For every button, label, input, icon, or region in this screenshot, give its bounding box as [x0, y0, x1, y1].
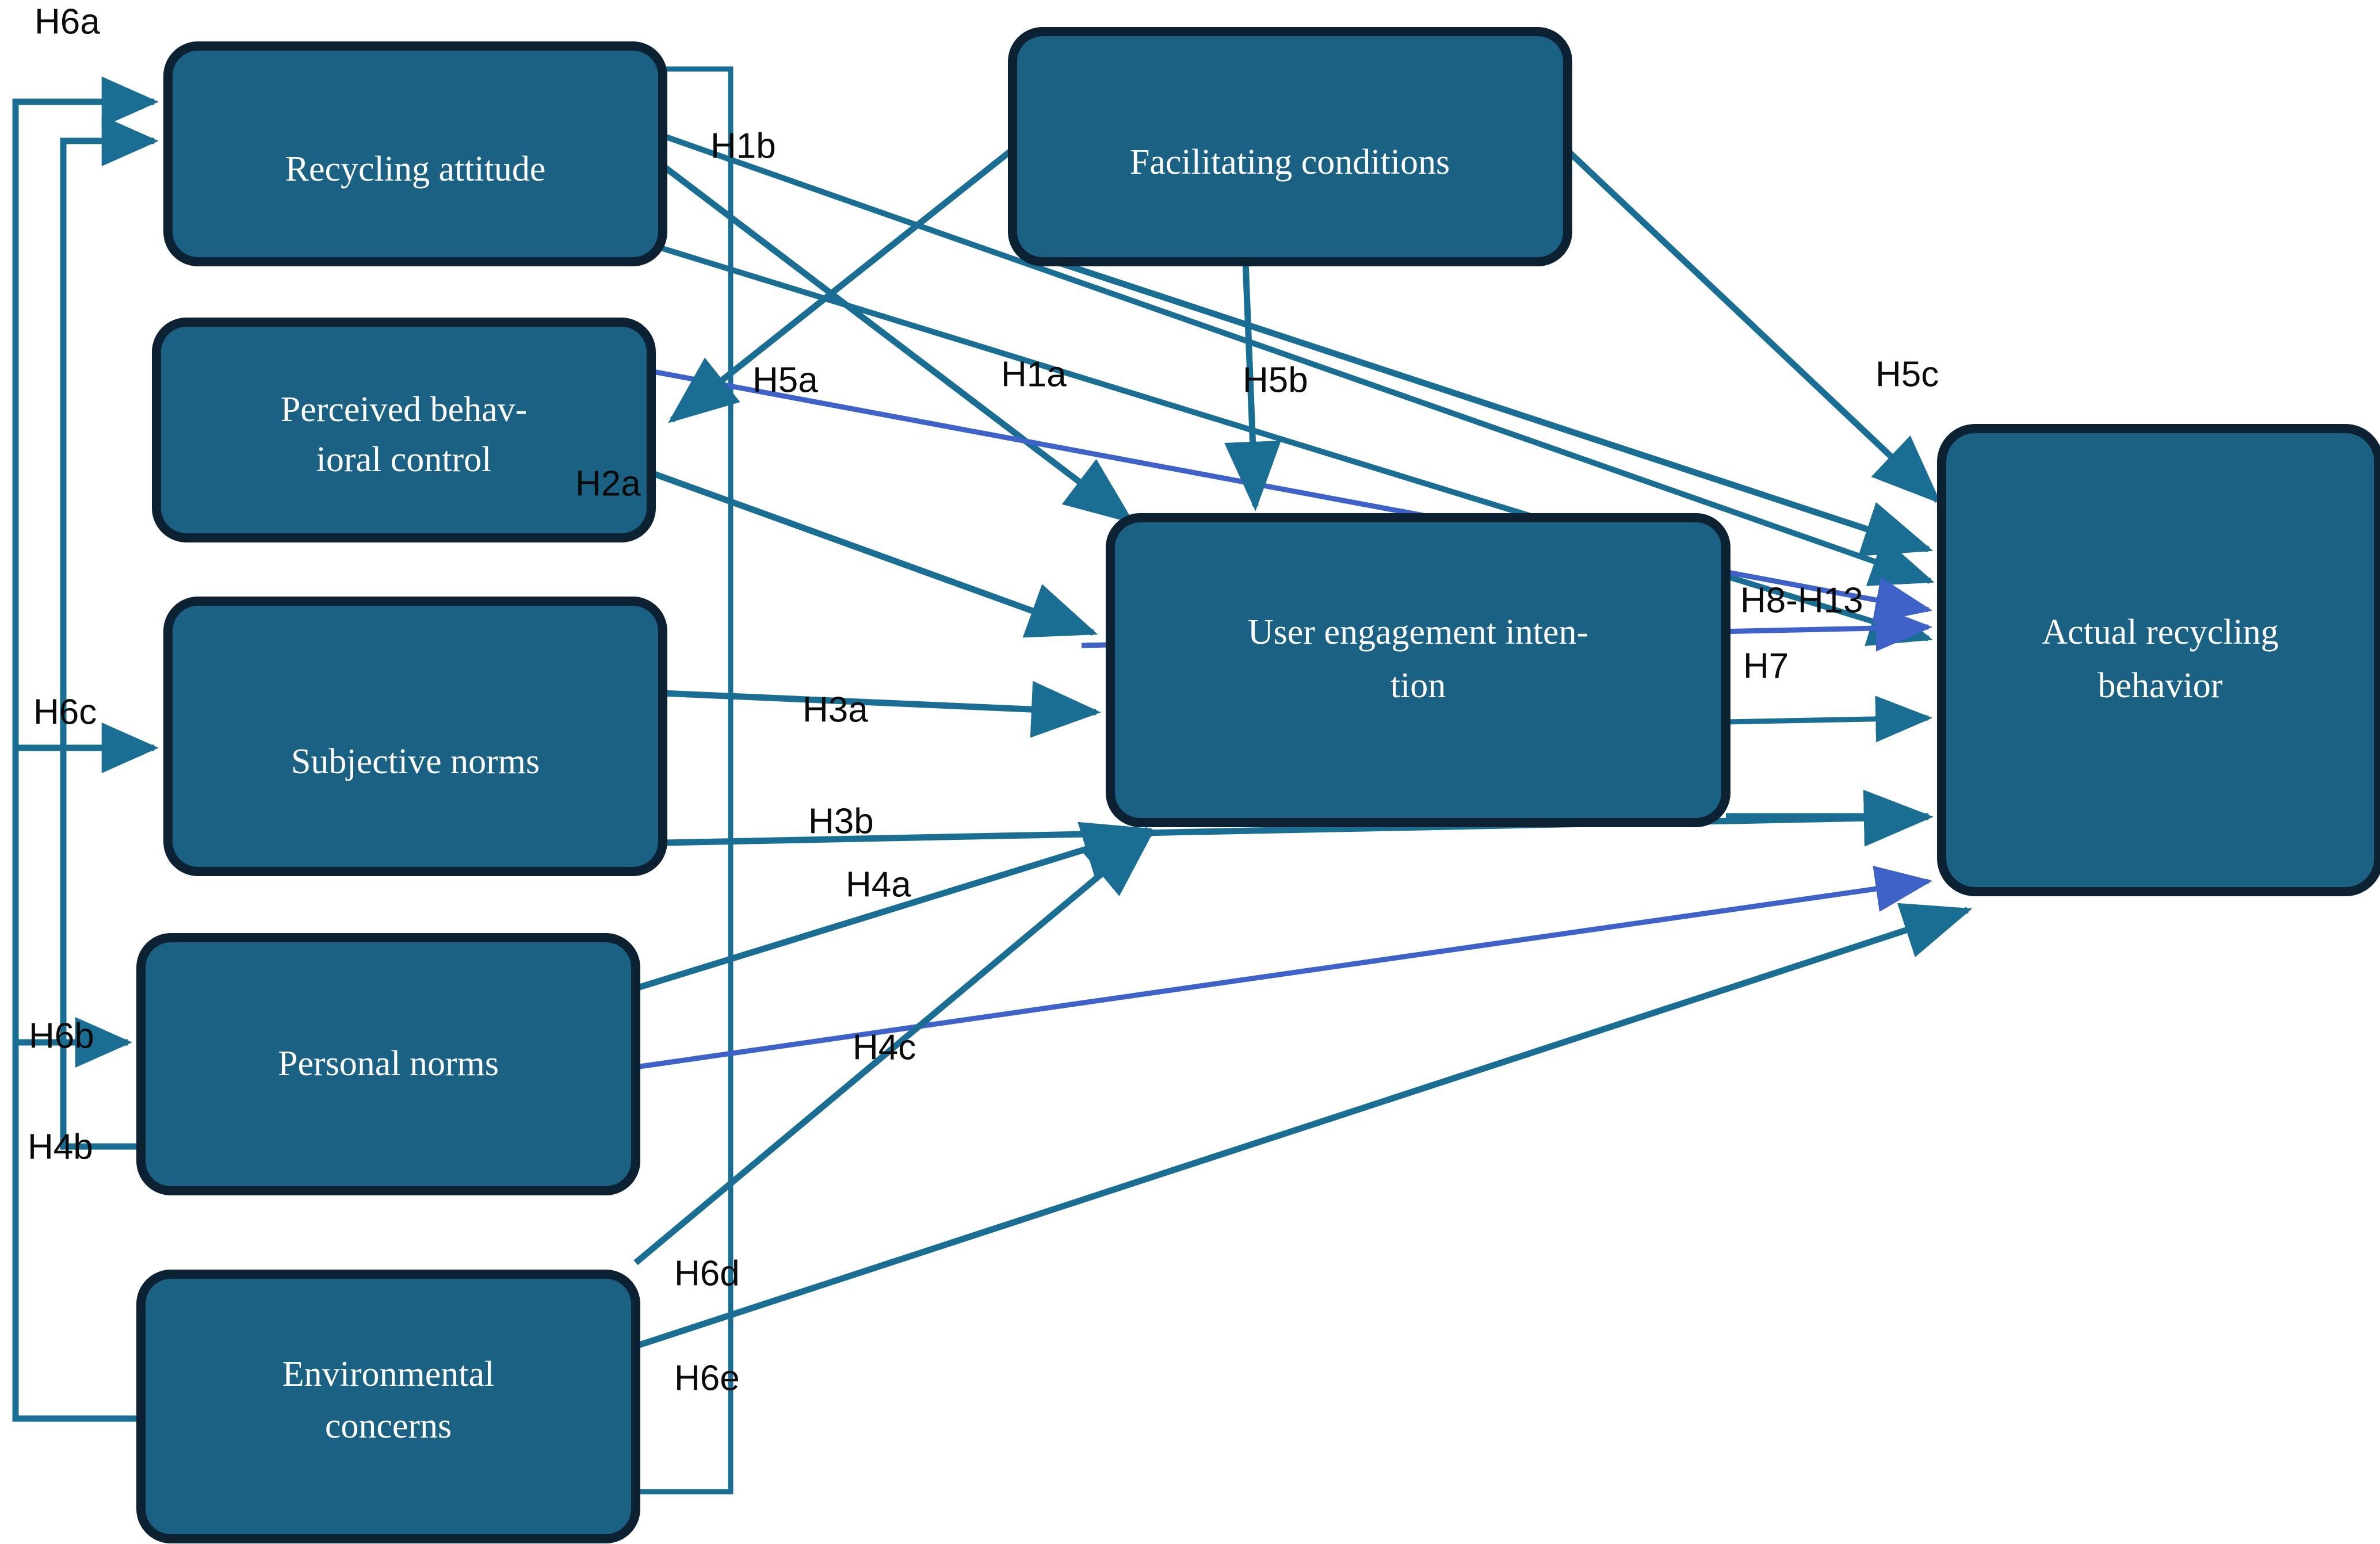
node-label-recycling-attitude: Recycling attitude — [285, 150, 546, 189]
node-subjective-norms[interactable]: Subjective norms — [163, 597, 667, 876]
edge-H5c — [1565, 148, 1942, 505]
node-label-subjective-norms: Subjective norms — [291, 742, 540, 781]
edge-label-H4a: H4a — [846, 865, 911, 904]
edge-label-H7: H7 — [1743, 646, 1789, 686]
node-label-arb-line1: Actual recycling — [2042, 613, 2278, 652]
edge-H7 — [1725, 695, 1933, 743]
edges-layer — [12, 66, 1973, 1495]
node-label-facilitating-conditions: Facilitating conditions — [1130, 143, 1450, 182]
edge-H4b-attitude — [60, 116, 159, 1150]
edge-label-H3a: H3a — [803, 690, 868, 729]
node-label-uei-line1: User engagement inten- — [1248, 613, 1588, 652]
edge-label-H4c: H4c — [853, 1027, 916, 1067]
edge-fc-behavior-2 — [1029, 250, 1934, 556]
edge-label-H8-H13: H8-H13 — [1740, 580, 1863, 620]
edge-label-H1b: H1b — [710, 126, 776, 166]
edge-H4a — [635, 821, 1153, 992]
edge-label-H6e: H6e — [674, 1358, 740, 1398]
edge-H1b — [662, 133, 1935, 586]
edge-H6e — [635, 903, 1973, 1350]
node-user-engagement-intention[interactable]: User engagement inten- tion — [1106, 513, 1730, 827]
node-label-uei-line2: tion — [1390, 666, 1446, 705]
node-label-pbc-line1: Perceived behav- — [281, 390, 528, 429]
edge-H3b — [662, 789, 1934, 847]
edge-label-H3b: H3b — [808, 801, 874, 841]
node-perceived-behavioral-control[interactable]: Perceived behav- ioral control — [152, 318, 656, 542]
edge-label-H4b: H4b — [28, 1127, 93, 1167]
edge-H6d — [633, 830, 1155, 1266]
edge-label-H6c: H6c — [33, 692, 97, 732]
node-environmental-concerns[interactable]: Environmental concerns — [136, 1270, 640, 1543]
edge-H1a — [660, 163, 1135, 524]
nodes-layer: Recycling attitude Perceived behav- iora… — [136, 27, 2380, 1543]
edge-H5a — [668, 147, 1015, 423]
node-actual-recycling-behavior[interactable]: Actual recycling behavior — [1937, 424, 2380, 896]
node-facilitating-conditions[interactable]: Facilitating conditions — [1008, 27, 1572, 266]
edge-label-H2a: H2a — [575, 464, 641, 503]
edge-label-H1a: H1a — [1001, 354, 1067, 394]
node-label-personal-norms: Personal norms — [278, 1044, 499, 1083]
node-recycling-attitude[interactable]: Recycling attitude — [163, 41, 667, 266]
edge-rail-center — [639, 66, 734, 1495]
edge-label-H5c: H5c — [1875, 354, 1939, 394]
edge-labels-layer: H6a H1b H5a H1a H5b H5c H2a H8-H13 H7 H6… — [28, 2, 1939, 1398]
edge-H3a — [662, 681, 1101, 738]
edge-label-H6d: H6d — [674, 1253, 740, 1293]
edge-label-H6a: H6a — [35, 2, 100, 41]
edge-H2a — [650, 469, 1098, 638]
edge-H5b — [1224, 261, 1281, 511]
node-label-env-line2: concerns — [325, 1407, 452, 1446]
edge-H4c — [635, 865, 1933, 1070]
edge-label-H5b: H5b — [1243, 360, 1308, 400]
edge-label-H5a: H5a — [752, 360, 818, 400]
node-label-env-line1: Environmental — [282, 1355, 494, 1394]
node-label-pbc-line2: ioral control — [316, 440, 492, 479]
edge-label-H6b: H6b — [29, 1016, 94, 1056]
node-label-arb-line2: behavior — [2098, 666, 2223, 705]
node-personal-norms[interactable]: Personal norms — [136, 933, 640, 1195]
